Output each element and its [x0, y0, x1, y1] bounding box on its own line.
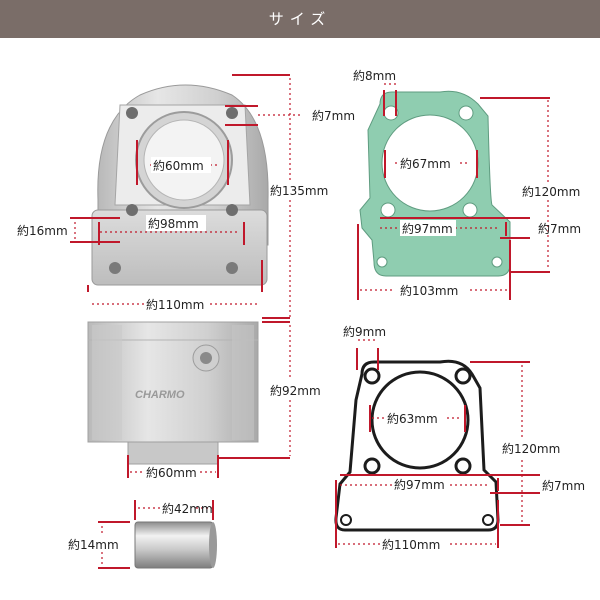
black-bore-label: 約63mm: [387, 411, 438, 426]
black-gasket-image: [334, 359, 500, 532]
black-hole-label: 約9mm: [343, 324, 386, 339]
head-bolt-width-label: 約98mm: [148, 216, 199, 231]
black-bore-label-bg: [385, 410, 445, 426]
black-bolt-span-label: 約97mm: [394, 477, 445, 492]
green-bolt-span-label: 約97mm: [402, 221, 453, 236]
head-width-label: 約110mm: [146, 297, 204, 312]
cylinder-head-image: [91, 84, 269, 286]
header-title: サイズ: [268, 10, 332, 28]
head-bore-label-bg: [151, 157, 211, 173]
black-width-label: 約110mm: [382, 537, 440, 552]
body-skirt-label: 約60mm: [146, 465, 197, 480]
green-width-label: 約103mm: [400, 283, 458, 298]
dimension-lines: [70, 74, 550, 569]
cylinder-body-image: CHARMO: [87, 321, 259, 465]
green-offset-label: 約7mm: [538, 221, 581, 236]
green-bore-label-bg: [398, 155, 460, 171]
black-height-label: 約120mm: [502, 441, 560, 456]
piston-pin-image: [134, 521, 217, 569]
head-bore-label: 約60mm: [153, 158, 204, 173]
head-bolt-width-label-bg: [146, 215, 206, 231]
head-height-label: 約135mm: [270, 183, 328, 198]
green-hole-label: 約8mm: [353, 68, 396, 83]
head-offset-label: 約7mm: [312, 108, 355, 123]
dimension-guides: [74, 78, 549, 565]
body-height-label: 約92mm: [270, 383, 321, 398]
black-offset-label: 約7mm: [542, 478, 585, 493]
header-bar: [0, 0, 600, 38]
green-bore-label: 約67mm: [400, 156, 451, 171]
black-bolt-span-label-bg: [392, 476, 448, 492]
green-height-label: 約120mm: [522, 184, 580, 199]
green-gasket-image: [359, 90, 511, 277]
green-bolt-span-label-bg: [400, 220, 456, 236]
head-flange-label: 約16mm: [17, 223, 68, 238]
brand-logo: CHARMO: [135, 389, 185, 401]
pin-diameter-label: 約14mm: [68, 537, 119, 552]
pin-length-label: 約42mm: [162, 501, 213, 516]
